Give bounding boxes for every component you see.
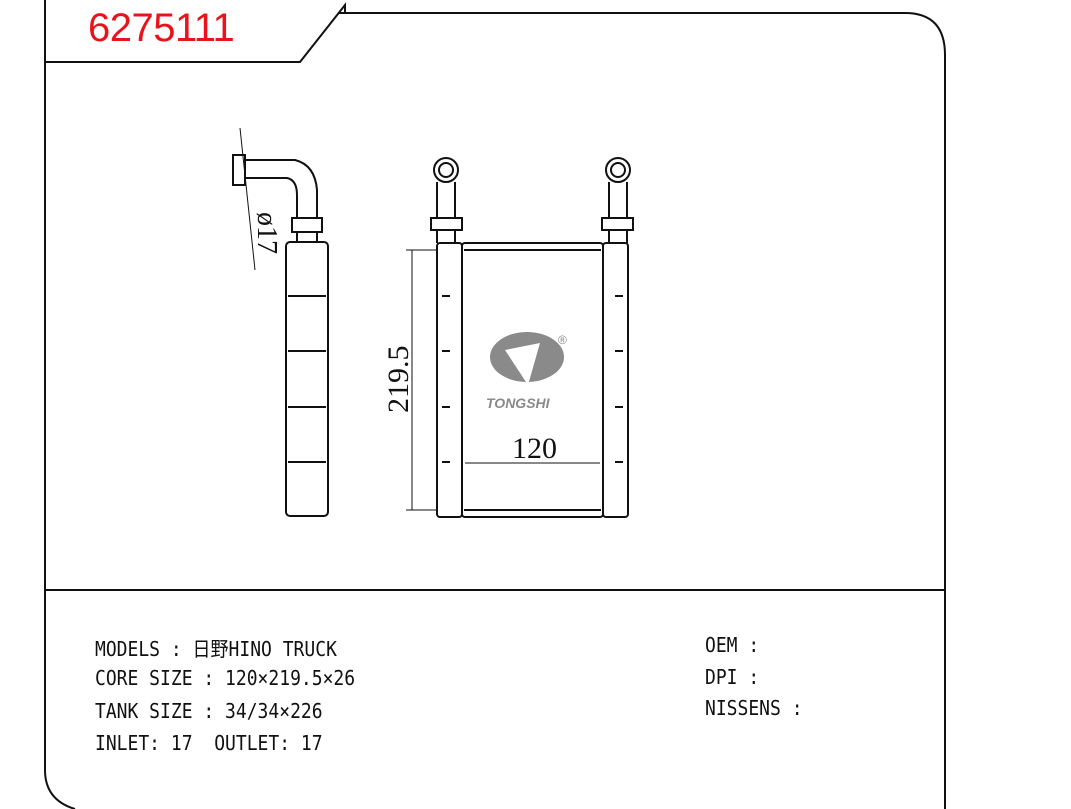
part-number: 6275111 — [88, 6, 235, 50]
core-size-spec: CORE SIZE : 120×219.5×26 — [95, 666, 356, 690]
models-spec: MODELS : 日野HINO TRUCK — [95, 637, 337, 661]
oem-spec: OEM : — [705, 633, 760, 657]
logo-text: TONGSHI — [486, 395, 551, 411]
width-label: 120 — [512, 432, 557, 465]
brand-logo: ® TONGSHI — [486, 332, 567, 411]
dpi-spec: DPI : — [705, 665, 760, 689]
registered-mark: ® — [558, 333, 567, 347]
sheet-border — [44, 0, 946, 809]
side-view — [232, 127, 329, 517]
tank-size-spec: TANK SIZE : 34/34×226 — [95, 699, 323, 723]
inlet-outlet-spec: INLET: 17 OUTLET: 17 — [95, 731, 323, 755]
front-view — [406, 157, 634, 518]
nissens-spec: NISSENS : — [705, 696, 803, 720]
height-label: 219.5 — [382, 346, 415, 414]
diameter-label: ø17 — [251, 212, 282, 254]
